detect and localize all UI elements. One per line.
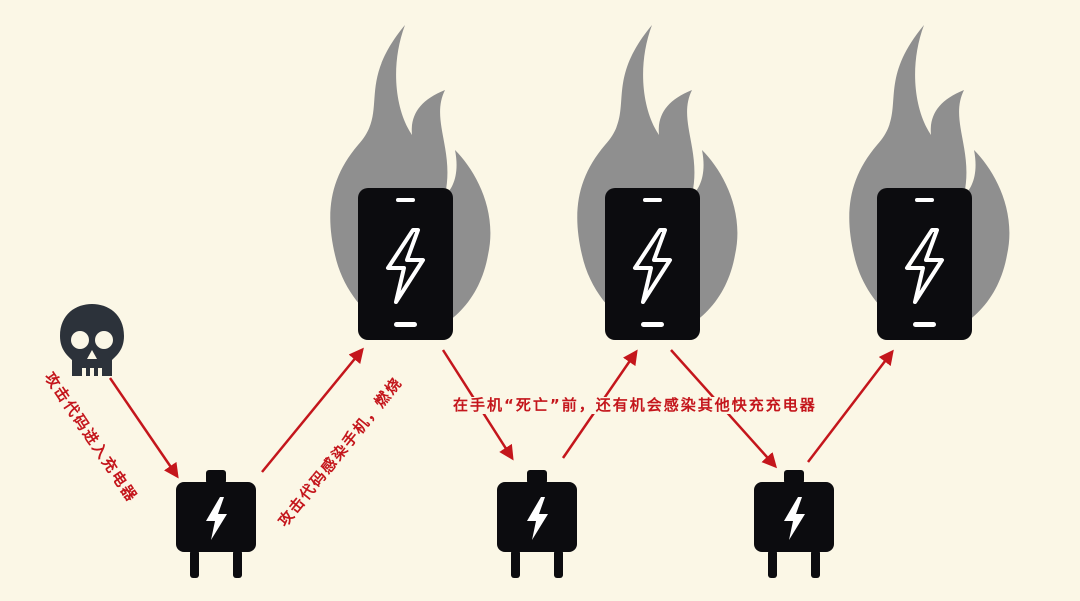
- charger-plug-icon: [497, 470, 577, 578]
- arrow-icon: [261, 347, 364, 473]
- smartphone-bolt-icon: [605, 188, 700, 340]
- arrow-icon: [807, 349, 894, 463]
- smartphone-bolt-icon: [358, 188, 453, 340]
- charger-plug-icon: [176, 470, 256, 578]
- smartphone-bolt-icon: [877, 188, 972, 340]
- label-before-death: 在手机“死亡”前，还有机会感染其他快充充电器: [451, 396, 819, 414]
- charger-plug-icon: [754, 470, 834, 578]
- skull-icon: [60, 304, 124, 376]
- arrow-icon: [108, 377, 179, 479]
